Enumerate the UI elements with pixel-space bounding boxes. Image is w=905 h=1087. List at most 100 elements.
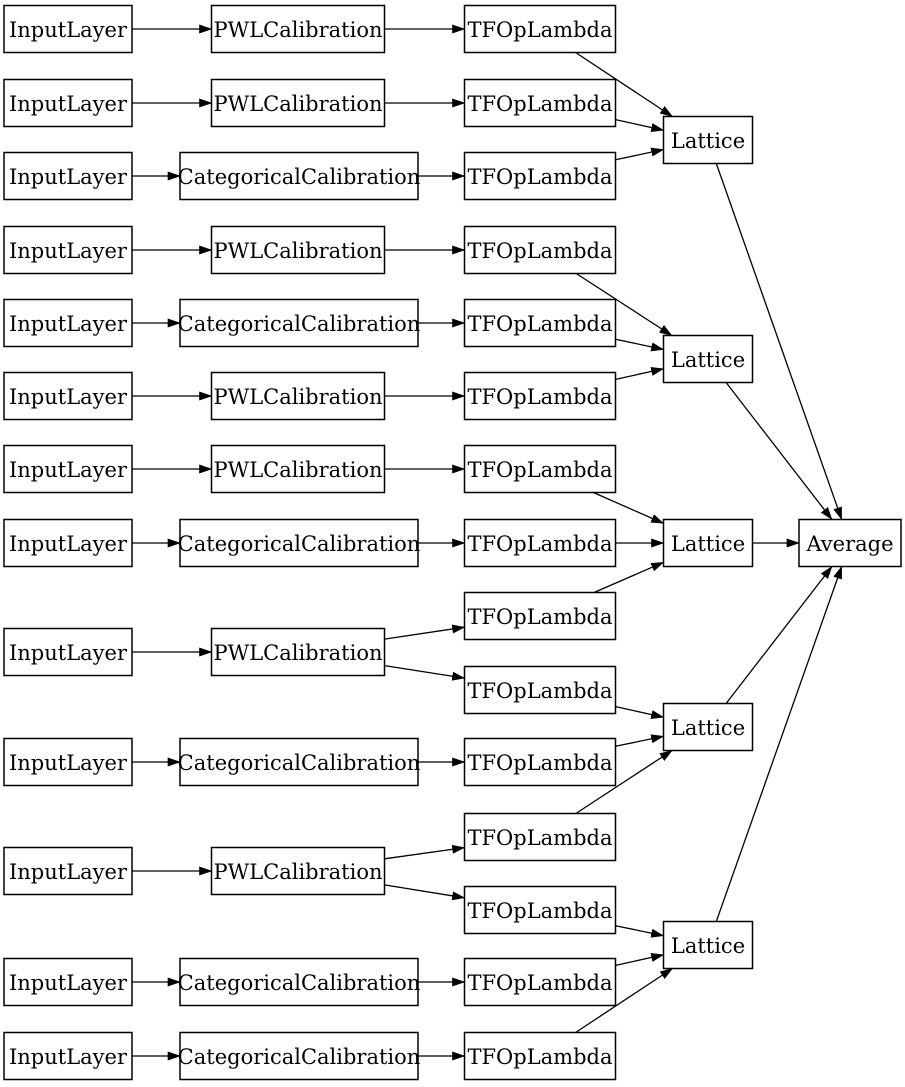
- edge-pwl6-to-tfop9: [384, 624, 466, 640]
- edge-tfop15-to-lattice5: [575, 967, 673, 1034]
- node-label-pwl4: PWLCalibration: [213, 385, 382, 409]
- node-tfop11: TFOpLambda: [463, 737, 617, 787]
- node-label-input4: InputLayer: [9, 239, 128, 263]
- node-label-tfop10: TFOpLambda: [467, 679, 612, 703]
- node-label-tfop11: TFOpLambda: [467, 751, 612, 775]
- node-label-catcal3: CategoricalCalibration: [178, 532, 421, 556]
- node-pwl1: PWLCalibration: [210, 4, 386, 54]
- node-label-tfop7: TFOpLambda: [467, 458, 612, 482]
- node-box-catcal2: [179, 298, 419, 348]
- node-tfop5: TFOpLambda: [463, 298, 617, 348]
- node-label-lattice3: Lattice: [671, 532, 745, 556]
- node-tfop12: TFOpLambda: [463, 812, 617, 862]
- node-box-tfop14: [463, 957, 617, 1007]
- node-label-tfop14: TFOpLambda: [467, 971, 612, 995]
- edge-tfop6-to-lattice2: [615, 367, 665, 381]
- edge-lattice2-to-average1: [725, 382, 833, 521]
- node-box-tfop7: [463, 444, 617, 494]
- node-catcal3: CategoricalCalibration: [178, 518, 421, 568]
- edge-tfop1-to-lattice1: [575, 51, 673, 118]
- node-label-input9: InputLayer: [9, 641, 128, 665]
- edge-pwl7-to-tfop12: [384, 844, 466, 860]
- node-tfop4: TFOpLambda: [463, 225, 617, 275]
- node-box-pwl6: [210, 627, 386, 677]
- node-tfop2: TFOpLambda: [463, 78, 617, 128]
- edge-tfop10-to-lattice4: [615, 705, 665, 719]
- node-average1: Average: [798, 518, 902, 568]
- node-box-lattice5: [662, 920, 754, 970]
- node-box-catcal5: [179, 957, 419, 1007]
- node-box-pwl5: [210, 444, 386, 494]
- node-pwl2: PWLCalibration: [210, 78, 386, 128]
- node-pwl7: PWLCalibration: [210, 846, 386, 896]
- node-lattice1: Lattice: [662, 115, 754, 165]
- node-box-tfop9: [463, 591, 617, 641]
- node-box-catcal4: [179, 737, 419, 787]
- node-label-tfop12: TFOpLambda: [467, 826, 612, 850]
- node-tfop7: TFOpLambda: [463, 444, 617, 494]
- node-lattice3: Lattice: [662, 518, 754, 568]
- node-label-catcal6: CategoricalCalibration: [178, 1045, 421, 1069]
- node-label-tfop9: TFOpLambda: [467, 605, 612, 629]
- node-pwl4: PWLCalibration: [210, 371, 386, 421]
- node-input4: InputLayer: [3, 225, 133, 275]
- node-input12: InputLayer: [3, 957, 133, 1007]
- node-label-average1: Average: [805, 532, 893, 556]
- node-box-tfop13: [463, 885, 617, 935]
- node-input9: InputLayer: [3, 627, 133, 677]
- node-label-lattice2: Lattice: [671, 348, 745, 372]
- node-label-tfop4: TFOpLambda: [467, 239, 612, 263]
- edge-lattice4-to-average1: [725, 565, 833, 704]
- edge-lattice1-to-average1: [715, 163, 843, 521]
- node-box-input1: [3, 4, 133, 54]
- node-label-lattice4: Lattice: [671, 716, 745, 740]
- node-label-pwl3: PWLCalibration: [213, 239, 382, 263]
- node-tfop9: TFOpLambda: [463, 591, 617, 641]
- node-lattice2: Lattice: [662, 334, 754, 384]
- node-label-catcal1: CategoricalCalibration: [178, 165, 421, 189]
- node-label-catcal4: CategoricalCalibration: [178, 751, 421, 775]
- node-tfop10: TFOpLambda: [463, 665, 617, 715]
- node-label-tfop8: TFOpLambda: [467, 532, 612, 556]
- node-input2: InputLayer: [3, 78, 133, 128]
- node-label-input8: InputLayer: [9, 532, 128, 556]
- node-tfop6: TFOpLambda: [463, 371, 617, 421]
- node-tfop14: TFOpLambda: [463, 957, 617, 1007]
- node-label-input13: InputLayer: [9, 1045, 128, 1069]
- node-catcal5: CategoricalCalibration: [178, 957, 420, 1007]
- node-box-input13: [3, 1031, 133, 1081]
- node-box-catcal1: [179, 151, 419, 201]
- edges-layer: [132, 24, 843, 1061]
- node-box-input2: [3, 78, 133, 128]
- node-pwl3: PWLCalibration: [210, 225, 386, 275]
- node-label-pwl7: PWLCalibration: [213, 860, 382, 884]
- edge-tfop5-to-lattice2: [615, 338, 665, 352]
- node-tfop3: TFOpLambda: [463, 151, 617, 201]
- node-label-input6: InputLayer: [9, 385, 128, 409]
- edge-tfop3-to-lattice1: [615, 147, 665, 161]
- node-label-tfop5: TFOpLambda: [467, 312, 612, 336]
- node-label-lattice5: Lattice: [671, 934, 745, 958]
- node-box-tfop3: [463, 151, 617, 201]
- nodes-layer: InputLayerInputLayerInputLayerInputLayer…: [3, 4, 902, 1081]
- node-box-pwl1: [210, 4, 386, 54]
- node-label-input11: InputLayer: [9, 860, 128, 884]
- node-box-input4: [3, 225, 133, 275]
- edge-pwl6-to-tfop10: [384, 664, 466, 681]
- node-tfop15: TFOpLambda: [463, 1031, 617, 1081]
- node-label-lattice1: Lattice: [671, 129, 745, 153]
- node-label-input7: InputLayer: [9, 458, 128, 482]
- node-box-lattice2: [662, 334, 754, 384]
- node-label-input12: InputLayer: [9, 971, 128, 995]
- node-input7: InputLayer: [3, 444, 133, 494]
- node-box-input5: [3, 298, 133, 348]
- node-tfop13: TFOpLambda: [463, 885, 617, 935]
- node-input5: InputLayer: [3, 298, 133, 348]
- edge-tfop13-to-lattice5: [615, 925, 665, 938]
- node-lattice5: Lattice: [662, 920, 754, 970]
- node-label-pwl6: PWLCalibration: [213, 641, 382, 665]
- node-box-pwl2: [210, 78, 386, 128]
- node-label-tfop13: TFOpLambda: [467, 899, 612, 923]
- node-box-tfop1: [463, 4, 617, 54]
